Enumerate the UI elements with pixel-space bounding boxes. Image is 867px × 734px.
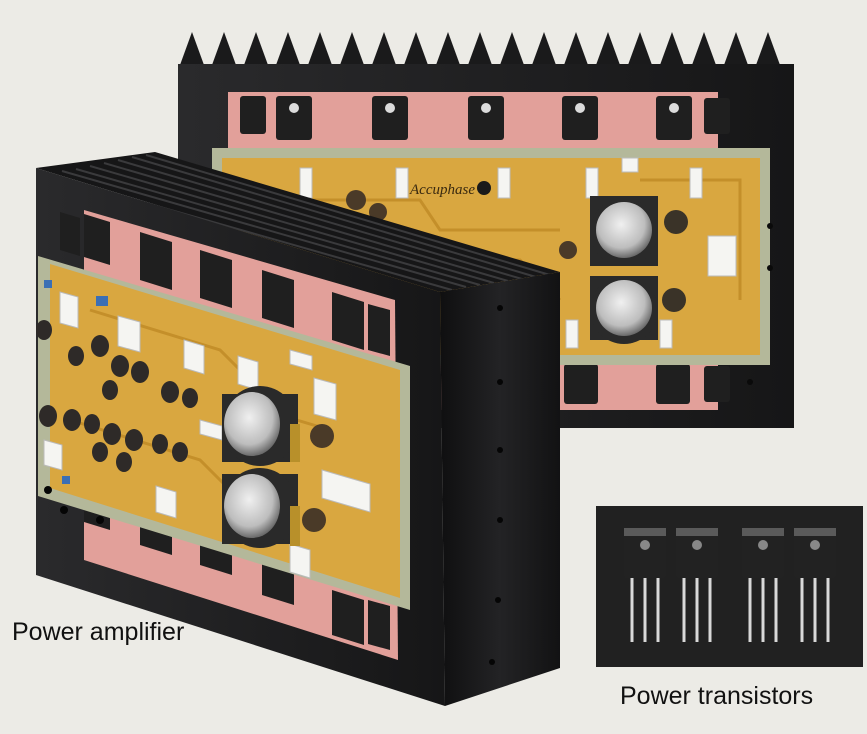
transistor-2 bbox=[676, 528, 718, 642]
power-transistors-inset bbox=[596, 506, 863, 667]
transistor-1 bbox=[624, 528, 666, 642]
transistor-3 bbox=[742, 528, 784, 642]
transistor-4 bbox=[794, 528, 836, 642]
pcb-logo: Accuphase bbox=[409, 182, 475, 198]
power-amplifier-caption: Power amplifier bbox=[12, 618, 185, 646]
power-transistors-caption: Power transistors bbox=[620, 682, 814, 710]
front-amplifier-module bbox=[36, 152, 560, 706]
